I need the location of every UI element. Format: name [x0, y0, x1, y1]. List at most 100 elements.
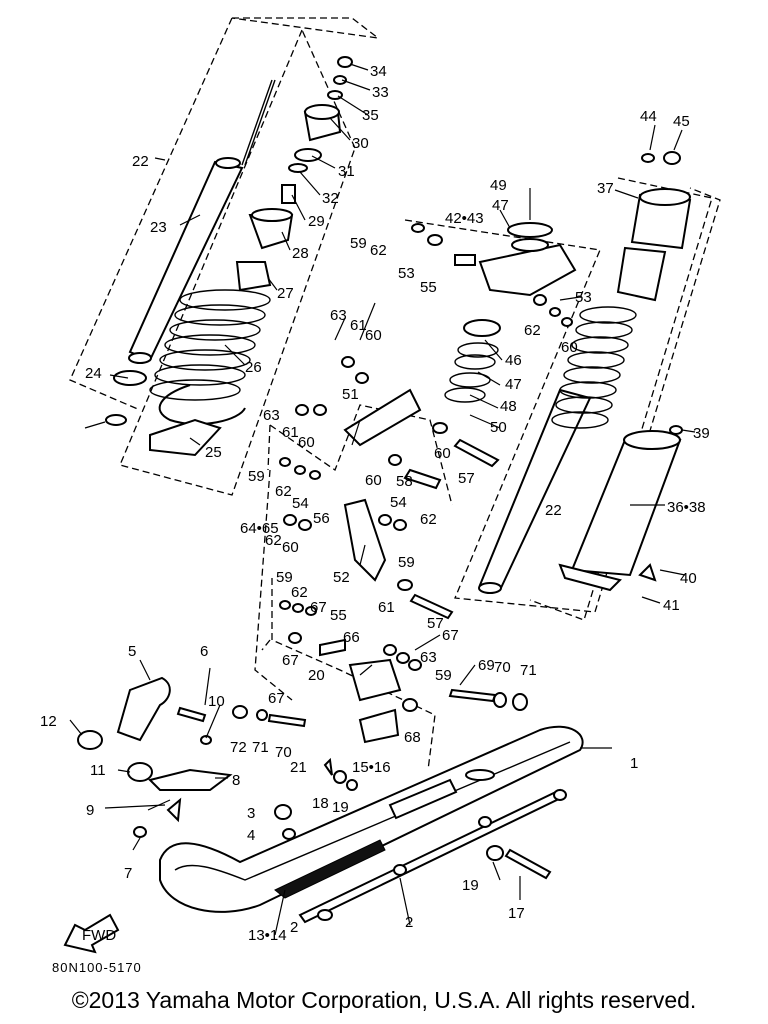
part-label: 24	[85, 365, 102, 382]
part-label: 55	[420, 279, 437, 296]
part-label: 31	[338, 163, 355, 180]
coil-spring-right	[551, 306, 637, 429]
part-label: 67	[310, 599, 327, 616]
part-label: 59	[350, 235, 367, 252]
part-label: 62	[275, 483, 292, 500]
part-label: 23	[150, 219, 167, 236]
part-label: 60	[282, 539, 299, 556]
part-label: 28	[292, 245, 309, 262]
part-label: 59	[276, 569, 293, 586]
part-label: 66	[343, 629, 360, 646]
part-label: 58	[396, 473, 413, 490]
part-label: 63	[263, 407, 280, 424]
part-label: 48	[500, 398, 517, 415]
part-label: 71	[520, 662, 537, 679]
part-label: 5	[128, 643, 136, 660]
part-label: 68	[404, 729, 421, 746]
right-shock-assembly	[478, 151, 692, 594]
part-label: 62	[524, 322, 541, 339]
part-label: 72	[230, 739, 247, 756]
part-label: 61	[350, 317, 367, 334]
part-label: 44	[640, 108, 657, 125]
part-label: 60	[434, 445, 451, 462]
part-label: 7	[124, 865, 132, 882]
part-label: 49	[490, 177, 507, 194]
part-label: 36•38	[667, 499, 706, 516]
part-label: 60	[365, 472, 382, 489]
part-label: 63	[330, 307, 347, 324]
left-shock-assembly	[105, 56, 353, 457]
part-label: 53	[398, 265, 415, 282]
part-label: 19	[332, 799, 349, 816]
part-label: 29	[308, 213, 325, 230]
part-label: 27	[277, 285, 294, 302]
part-label: 62	[265, 532, 282, 549]
part-label: 53	[575, 289, 592, 306]
part-label: 40	[680, 570, 697, 587]
part-label: 60	[298, 434, 315, 451]
part-label: 25	[205, 444, 222, 461]
part-label: 56	[313, 510, 330, 527]
group-outlines	[69, 17, 721, 771]
part-label: 30	[352, 135, 369, 152]
part-label: 57	[458, 470, 475, 487]
ski-assembly	[77, 676, 584, 924]
part-label: 47	[492, 197, 509, 214]
part-label: 51	[342, 386, 359, 403]
part-label: 59	[398, 554, 415, 571]
part-label: 19	[462, 877, 479, 894]
part-label: 47	[505, 376, 522, 393]
part-labels: 1 2 2 3 4 5 6 7 8 9 10 11 12 13•14 15•16…	[40, 63, 710, 944]
part-label: 35	[362, 107, 379, 124]
part-label: 71	[252, 739, 269, 756]
part-label: 59	[248, 468, 265, 485]
part-label: 4	[247, 827, 255, 844]
part-label: 26	[245, 359, 262, 376]
part-label: 45	[673, 113, 690, 130]
part-label: 62	[291, 584, 308, 601]
diagram-code: 80N100-5170	[52, 960, 142, 975]
fwd-arrow-icon: FWD	[63, 913, 120, 954]
part-label: 21	[290, 759, 307, 776]
part-label: 41	[663, 597, 680, 614]
part-label: 11	[90, 762, 106, 779]
part-label: 54	[292, 495, 309, 512]
part-label: 2	[405, 914, 413, 931]
upper-links	[232, 222, 577, 744]
part-label: 22	[545, 502, 562, 519]
part-label: 61	[282, 424, 299, 441]
part-label: 10	[208, 693, 225, 710]
part-label: 67	[442, 627, 459, 644]
fwd-label: FWD	[82, 927, 116, 944]
part-label: 70	[275, 744, 292, 761]
part-label: 18	[312, 795, 329, 812]
coil-spring-left	[149, 289, 271, 401]
hardware-washers	[279, 294, 573, 712]
part-label: 46	[505, 352, 522, 369]
part-label: 63	[420, 649, 437, 666]
part-label: 39	[693, 425, 710, 442]
part-label: 62	[370, 242, 387, 259]
part-label: 34	[370, 63, 387, 80]
part-label: 62	[420, 511, 437, 528]
part-label: 64•65	[240, 520, 279, 537]
part-label: 52	[333, 569, 350, 586]
part-label: 32	[322, 190, 339, 207]
part-label: 3	[247, 805, 255, 822]
part-label: 6	[200, 643, 208, 660]
leader-lines	[69, 63, 696, 936]
part-label: 20	[308, 667, 325, 684]
part-label: 60	[365, 327, 382, 344]
part-label: 60	[561, 339, 578, 356]
part-label: 59	[435, 667, 452, 684]
part-label: 12	[40, 713, 57, 730]
part-label: 8	[232, 772, 240, 789]
part-label: 69	[478, 657, 495, 674]
part-label: 22	[132, 153, 149, 170]
part-label: 13•14	[248, 927, 287, 944]
part-label: 2	[290, 919, 298, 936]
part-label: 37	[597, 180, 614, 197]
part-label: 17	[508, 905, 525, 922]
copyright-notice: ©2013 Yamaha Motor Corporation, U.S.A. A…	[71, 987, 697, 1013]
part-label: 9	[86, 802, 94, 819]
